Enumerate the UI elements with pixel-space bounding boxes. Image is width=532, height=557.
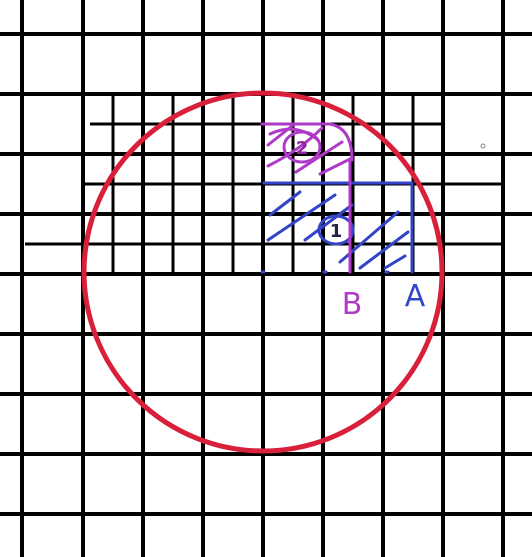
region-b-outline bbox=[260, 122, 354, 274]
region-a-outline bbox=[260, 181, 414, 274]
red-circle bbox=[81, 90, 445, 454]
stray-dot bbox=[480, 143, 486, 149]
line-a-label: A bbox=[405, 279, 426, 314]
region-one-circle bbox=[317, 214, 355, 246]
line-b-label: B bbox=[342, 287, 363, 322]
region-b-top-line bbox=[260, 122, 354, 162]
region-two-label: 2 bbox=[296, 138, 309, 159]
region-one-label: 1 bbox=[330, 221, 343, 242]
region-two-hatching bbox=[266, 124, 354, 176]
region-one-hatching bbox=[266, 190, 410, 270]
region-two-circle bbox=[282, 130, 322, 164]
